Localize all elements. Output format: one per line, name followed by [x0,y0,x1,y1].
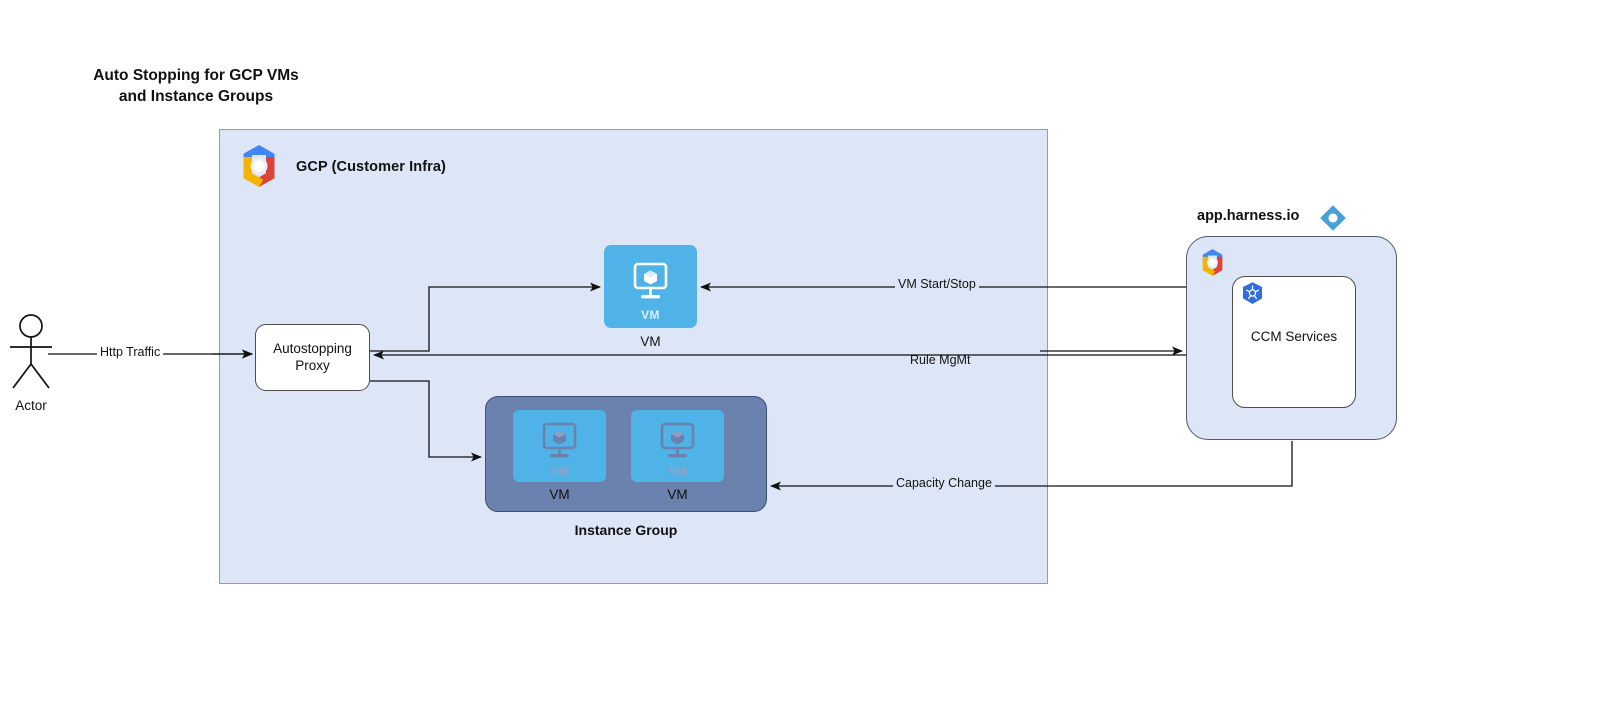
ccm-services-node[interactable] [1232,276,1356,408]
instance-group-vm-2-label: VM [667,487,688,502]
vm-node-label: VM [640,334,661,349]
harness-diamond-logo-icon [1320,205,1346,231]
edge-label-capacity-change: Capacity Change [893,476,995,490]
kubernetes-logo-icon [1243,282,1262,304]
edge-label-vm-start-stop: VM Start/Stop [895,277,979,291]
vm-monitor-cube-icon [633,262,668,299]
instance-group-vm-2[interactable]: VM [631,410,724,482]
gcp-logo-icon [243,145,275,187]
vm-node[interactable]: VM [604,245,697,328]
gcp-logo-icon [1202,249,1223,276]
vm-monitor-cube-icon [542,422,577,458]
gcp-container-label: GCP (Customer Infra) [296,159,446,175]
edge-label-http-traffic: Http Traffic [97,345,164,359]
instance-group-node[interactable]: VM VM VM VM [485,396,767,512]
stick-figure-icon [10,314,52,389]
autostopping-proxy-node[interactable]: Autostopping Proxy [255,324,370,391]
instance-group-vm-1[interactable]: VM [513,410,606,482]
instance-group-vm-1-inner-text: VM [550,466,569,478]
instance-group-vm-2-inner-text: VM [668,466,687,478]
edge-label-rule-mgmt: Rule MgMt [910,353,971,367]
harness-title: app.harness.io [1197,208,1300,224]
actor-label: Actor [15,398,47,413]
vm-node-inner-text: VM [641,308,660,322]
instance-group-label: Instance Group [574,522,678,538]
ccm-services-label: CCM Services [1250,329,1338,344]
vm-monitor-cube-icon [660,422,695,458]
page-title: Auto Stopping for GCP VMs and Instance G… [93,67,299,105]
instance-group-vm-1-label: VM [549,487,570,502]
